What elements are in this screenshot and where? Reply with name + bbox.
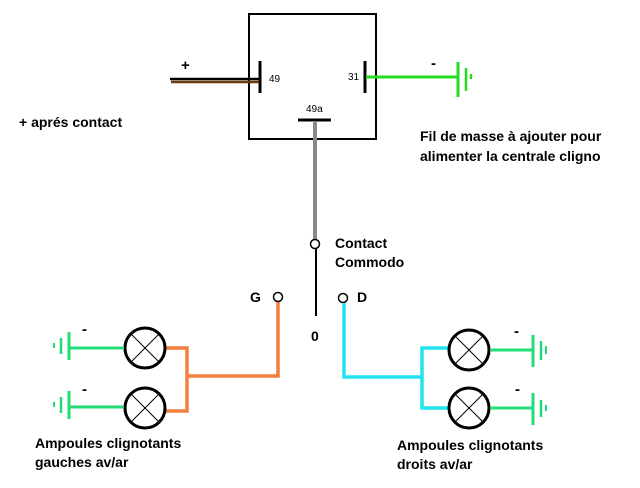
lamp-right-rear-icon [447,386,491,430]
minus-sign-left-rear: - [82,381,87,398]
ground-icon [531,393,547,425]
left-lamps-label-line1: Ampoules clignotants [35,435,181,451]
lamp-left-rear-icon [123,386,167,430]
contact-label-line2: Commodo [335,254,404,270]
ground-icon [53,391,71,419]
ground-icon [456,62,473,97]
ground-icon [53,332,71,360]
pin-49a-label: 49a [306,104,323,115]
lamp-right-front-icon [447,328,491,372]
plus-apres-contact-label: + aprés contact [19,114,122,130]
ground-icon [531,335,547,367]
pin-49-label: 49 [269,74,281,85]
switch-0-label: 0 [311,328,319,344]
right-lamps-label-line1: Ampoules clignotants [397,437,543,453]
switch-d-label: D [357,289,367,305]
minus-sign-right-front: - [514,323,519,340]
switch-g-label: G [250,289,261,305]
lamp-left-front-icon [123,326,167,370]
right-wire [342,303,449,410]
minus-sign-left-front: - [82,321,87,338]
contact-terminal [309,238,321,250]
minus-sign-relay: - [431,55,436,72]
plus-sign: + [181,57,190,74]
switch-terminal-g [272,291,284,303]
contact-label-line1: Contact [335,235,387,251]
fil-masse-line1: Fil de masse à ajouter pour [420,128,602,144]
minus-sign-right-rear: - [515,381,520,398]
left-lamps-label-line2: gauches av/ar [35,454,129,470]
left-wire [165,302,280,413]
switch-terminal-d [337,292,349,304]
fil-masse-line2: alimenter la centrale cligno [420,148,601,164]
right-lamps-label-line2: droits av/ar [397,456,473,472]
pin-31-label: 31 [348,72,360,83]
